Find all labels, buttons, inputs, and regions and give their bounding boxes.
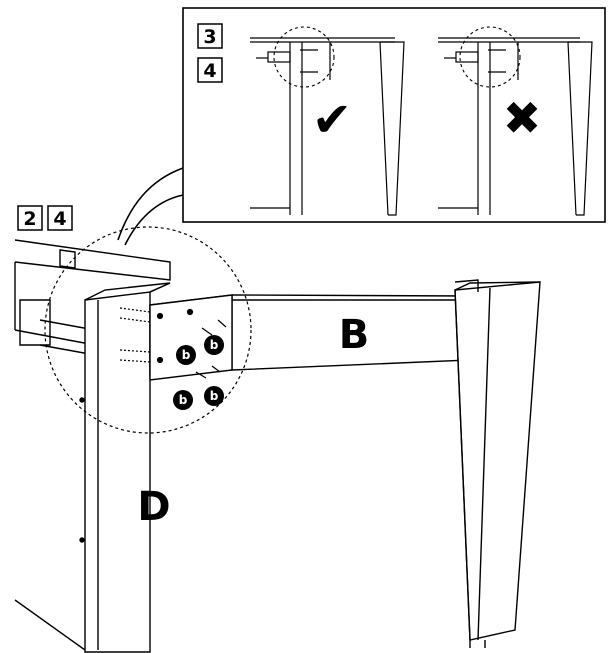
screw-badge-4: b <box>204 386 224 406</box>
inset-step-3: 3 <box>203 26 216 48</box>
inset-step-box-4 <box>197 57 223 83</box>
check-icon: ✔ <box>312 92 352 148</box>
inset-step-4: 4 <box>203 60 216 82</box>
part-label-b: B <box>339 312 370 358</box>
svg-text:b: b <box>210 338 219 352</box>
screw-badge-1: b <box>176 345 196 365</box>
part-label-d: D <box>137 484 170 530</box>
inset-callout: 3 4 ✔ <box>117 7 606 246</box>
inset-correct-view <box>250 26 405 216</box>
svg-text:b: b <box>179 393 188 407</box>
main-step-box-2 <box>17 205 43 231</box>
cross-icon: ✖ <box>503 91 542 145</box>
inset-step-box-3 <box>197 23 223 49</box>
inset-incorrect-view <box>438 26 593 216</box>
main-step-2: 2 <box>23 208 36 230</box>
inset-frame <box>182 7 606 223</box>
screws <box>119 307 227 379</box>
detail-magnify-circle <box>44 226 252 434</box>
correct-detail-circle <box>273 26 335 88</box>
incorrect-detail-circle <box>459 26 521 88</box>
screw-badge-2: b <box>204 335 224 355</box>
svg-text:b: b <box>210 389 219 403</box>
callout-pointer-line-top <box>117 167 184 241</box>
screw-badge-3: b <box>173 390 193 410</box>
main-step-box-4 <box>47 205 73 231</box>
svg-text:b: b <box>182 348 191 362</box>
main-step-4: 4 <box>53 208 66 230</box>
desk-frame <box>14 239 541 653</box>
callout-pointer-line-bottom <box>124 194 184 246</box>
